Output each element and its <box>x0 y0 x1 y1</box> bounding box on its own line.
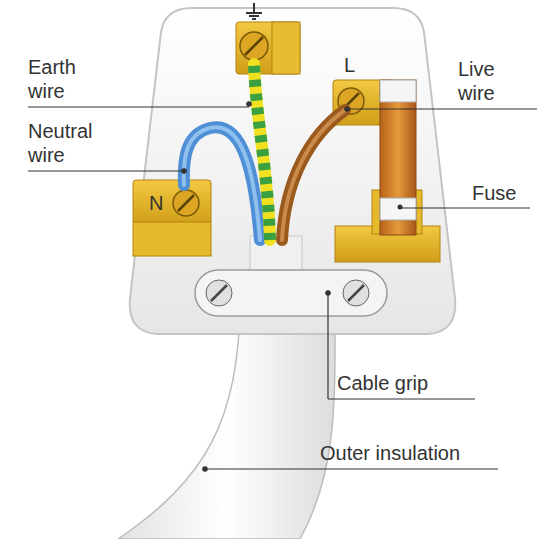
earth-wire-label: Earth wire <box>28 55 98 103</box>
live-wire <box>282 110 345 240</box>
cable-grip-label: Cable grip <box>337 371 477 395</box>
earth-terminal <box>236 22 300 74</box>
neutral-terminal <box>133 180 211 256</box>
terminal-letter: N <box>149 191 171 215</box>
fuse-label: Fuse <box>472 181 537 205</box>
earth-wire <box>254 64 270 240</box>
live-wire-label: Live wire <box>458 57 530 105</box>
neutral-wire <box>184 127 260 240</box>
cable-grip <box>195 270 387 316</box>
live-wire-shine <box>282 110 345 240</box>
outer-insulation-label: Outer insulation <box>320 441 520 465</box>
earth-wire-stripes <box>254 64 270 240</box>
neutral-wire-label: Neutral wire <box>28 119 113 167</box>
leader-lines <box>28 102 537 471</box>
cable <box>118 300 335 539</box>
terminal-letter: L <box>344 53 366 77</box>
earth-symbol <box>246 3 262 19</box>
fuse <box>380 80 416 235</box>
neutral-wire-shine <box>184 127 260 240</box>
